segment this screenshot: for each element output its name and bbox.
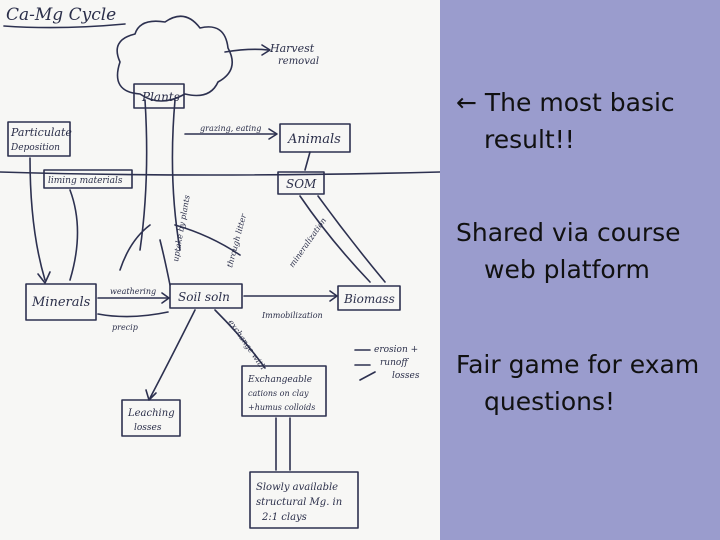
immobilization-label: Immobilization <box>261 311 323 320</box>
note-3-line-1: Fair game for exam <box>456 350 700 379</box>
root-3 <box>159 239 171 286</box>
slowly-label-2: structural Mg. in <box>256 497 342 508</box>
harvest-arrowhead <box>261 44 271 56</box>
particulate-minerals-arrowhead <box>37 271 51 284</box>
animals-box <box>279 123 351 153</box>
note-1-line-1: The most basic <box>484 88 675 117</box>
animals-som-arrow <box>304 151 311 171</box>
weathering-label: weathering <box>110 287 156 296</box>
liming-label: liming materials <box>48 176 123 186</box>
soil-biomass-arrowhead <box>329 290 338 302</box>
diagram-title: Ca-Mg Cycle <box>6 5 116 25</box>
tree-canopy <box>116 15 234 102</box>
precip-label: precip <box>112 323 138 332</box>
harvest-arrow <box>224 48 269 53</box>
note-3-line-2: questions! <box>484 387 616 416</box>
erosion-label: erosion + <box>374 345 418 355</box>
note-shared: Shared via course web platform <box>456 214 718 288</box>
biomass-som-arrow <box>317 195 386 283</box>
leaching-box <box>121 399 181 437</box>
root-1 <box>119 224 151 271</box>
note-1-line-2: result!! <box>484 125 575 154</box>
harvest-sub-label: removal <box>278 56 319 67</box>
soil-surface-line <box>0 171 440 176</box>
biomass-box <box>337 285 401 311</box>
harvest-label: Harvest <box>269 42 315 55</box>
note-most-basic: ← The most basic result!! <box>456 84 718 158</box>
title-underline <box>3 23 126 29</box>
grazing-arrowhead <box>268 128 278 140</box>
litter-label: through litter <box>225 212 248 269</box>
plants-label: Plants <box>141 90 180 104</box>
biomass-label: Biomass <box>343 292 395 306</box>
exchangeable-label-2: cations on clay <box>248 389 309 398</box>
particulate-minerals-arrow <box>29 157 46 281</box>
note-exam: Fair game for exam questions! <box>456 346 718 420</box>
exchange-arrow <box>214 309 266 369</box>
cycle-diagram: Ca-Mg Cycle Harvest removal Plants Parti… <box>0 5 440 529</box>
cycle-sketch: Ca-Mg Cycle Harvest removal Plants Parti… <box>0 5 440 529</box>
leaching-arrow <box>149 309 196 399</box>
trunk-left <box>139 99 148 251</box>
exchangeable-label-3: +humus colloids <box>248 403 315 412</box>
particulate-sub-label: Deposition <box>10 143 60 153</box>
note-2-line-1: Shared via course <box>456 218 681 247</box>
som-biomass-arrow <box>299 195 371 283</box>
plants-box <box>133 83 185 109</box>
som-label: SOM <box>286 177 317 191</box>
particulate-box <box>7 121 71 157</box>
minerals-box <box>25 283 97 321</box>
exchangeable-label: Exchangeable <box>247 375 312 385</box>
slowly-available-box <box>249 471 359 529</box>
som-box <box>277 171 325 195</box>
left-arrow-icon: ← <box>456 88 477 117</box>
trunk-right <box>171 99 181 251</box>
soil-soln-label: Soil soln <box>178 290 230 304</box>
exchange-label: exchange with <box>226 318 267 371</box>
slowly-label-3: 2:1 clays <box>261 512 307 523</box>
slowly-label: Slowly available <box>256 482 338 493</box>
exchangeable-box <box>241 365 327 417</box>
animals-label: Animals <box>287 132 341 147</box>
erosion-label-2: runoff <box>380 358 409 368</box>
minerals-label: Minerals <box>31 295 91 310</box>
liming-box <box>43 169 133 189</box>
erosion-label-3: losses <box>392 371 420 381</box>
leaching-label: Leaching <box>127 408 175 419</box>
soil-soln-box <box>169 283 243 309</box>
liming-minerals-arrow <box>69 189 79 281</box>
grazing-label: grazing, eating <box>200 124 261 133</box>
erosion-arrow-3 <box>359 371 376 381</box>
precip-arrow <box>97 311 169 318</box>
notes-panel: ← The most basic result!! Shared via cou… <box>440 0 720 540</box>
root-2 <box>174 224 241 256</box>
weathering-arrowhead <box>161 292 170 304</box>
note-2-line-2: web platform <box>484 255 650 284</box>
mineralization-label: mineralization <box>287 216 328 269</box>
particulate-label: Particulate <box>10 126 72 139</box>
leaching-sub-label: losses <box>134 423 162 433</box>
